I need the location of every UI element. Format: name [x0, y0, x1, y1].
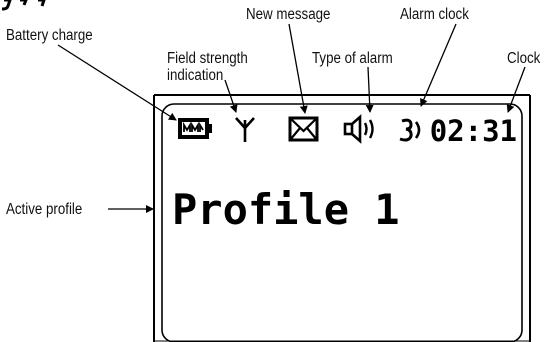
arrow-type-of-alarm — [365, 66, 374, 113]
label-type-of-alarm: Type of alarm — [312, 50, 393, 67]
arrow-field-strength — [224, 79, 238, 113]
label-new-message: New message — [246, 6, 331, 23]
envelope-icon — [288, 116, 319, 142]
arrow-battery-charge — [57, 44, 177, 121]
lcd-active-profile: Profile 1 — [172, 185, 400, 234]
lcd-screen — [161, 103, 523, 342]
label-field-strength-line2: indication — [167, 67, 224, 84]
speaker-icon — [343, 114, 374, 144]
label-clock: Clock — [507, 50, 541, 67]
arrow-alarm-clock — [420, 23, 457, 107]
battery-icon — [178, 118, 212, 139]
display-bezel — [153, 94, 531, 342]
arrow-clock — [506, 66, 526, 113]
label-field-strength-line1: Field strength — [167, 50, 248, 67]
antenna-icon — [235, 117, 255, 142]
lcd-time: 02:31 — [430, 114, 517, 148]
alarm-clock-icon — [399, 118, 421, 142]
label-battery-charge: Battery charge — [6, 27, 93, 44]
label-alarm-clock: Alarm clock — [400, 6, 469, 23]
label-active-profile: Active profile — [6, 201, 83, 218]
heading-fragment-glyphs — [2, 0, 46, 11]
label-field-strength: Field strength indication — [167, 50, 248, 84]
arrow-new-message — [288, 23, 308, 114]
